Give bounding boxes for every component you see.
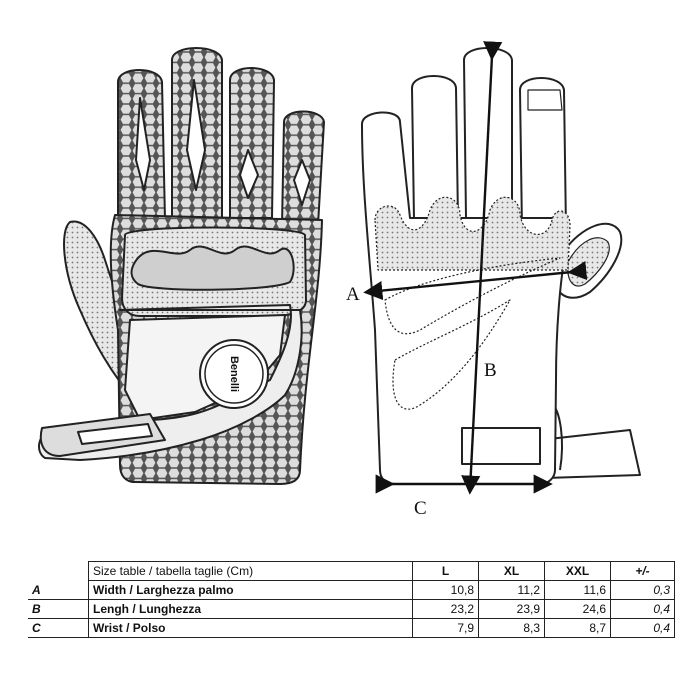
label-b: B	[484, 360, 497, 381]
row-key: A	[28, 580, 89, 600]
row-value-xxl: 11,6	[544, 580, 611, 600]
row-value-xxl: 24,6	[544, 599, 611, 619]
row-value-xl: 8,3	[478, 618, 545, 638]
glove-diagram: Benelli A B C	[38, 41, 641, 519]
row-key: C	[28, 618, 89, 638]
row-tolerance: 0,4	[610, 618, 675, 638]
row-value-l: 23,2	[412, 599, 479, 619]
row-label: Lengh / Lunghezza	[88, 599, 413, 619]
row-tolerance: 0,4	[610, 599, 675, 619]
size-header-xxl: XXL	[544, 561, 611, 581]
size-table-title: Size table / tabella taglie (Cm)	[88, 561, 413, 581]
label-c: C	[414, 498, 427, 519]
label-a: A	[346, 284, 360, 305]
row-value-xxl: 8,7	[544, 618, 611, 638]
row-value-xl: 11,2	[478, 580, 545, 600]
row-key: B	[28, 599, 89, 619]
arrow-b	[461, 41, 503, 495]
table-row: B Lengh / Lunghezza 23,2 23,9 24,6 0,4	[28, 599, 675, 619]
measurement-arrows	[363, 41, 588, 495]
tolerance-header: +/-	[610, 561, 675, 581]
row-tolerance: 0,3	[610, 580, 675, 600]
size-header-l: L	[412, 561, 479, 581]
size-table-header: Size table / tabella taglie (Cm) L XL XX…	[28, 561, 675, 581]
table-row: C Wrist / Polso 7,9 8,3 8,7 0,4	[28, 618, 675, 638]
row-label: Width / Larghezza palmo	[88, 580, 413, 600]
size-header-xl: XL	[478, 561, 545, 581]
table-row: A Width / Larghezza palmo 10,8 11,2 11,6…	[28, 580, 675, 600]
row-value-l: 10,8	[412, 580, 479, 600]
header-key-cell	[28, 562, 89, 581]
brand-logo: Benelli	[228, 356, 240, 392]
row-label: Wrist / Polso	[88, 618, 413, 638]
glove-palm-view	[361, 47, 641, 485]
glove-back-view: Benelli	[38, 47, 325, 485]
size-table: Size table / tabella taglie (Cm) L XL XX…	[28, 561, 675, 638]
row-value-l: 7,9	[412, 618, 479, 638]
row-value-xl: 23,9	[478, 599, 545, 619]
